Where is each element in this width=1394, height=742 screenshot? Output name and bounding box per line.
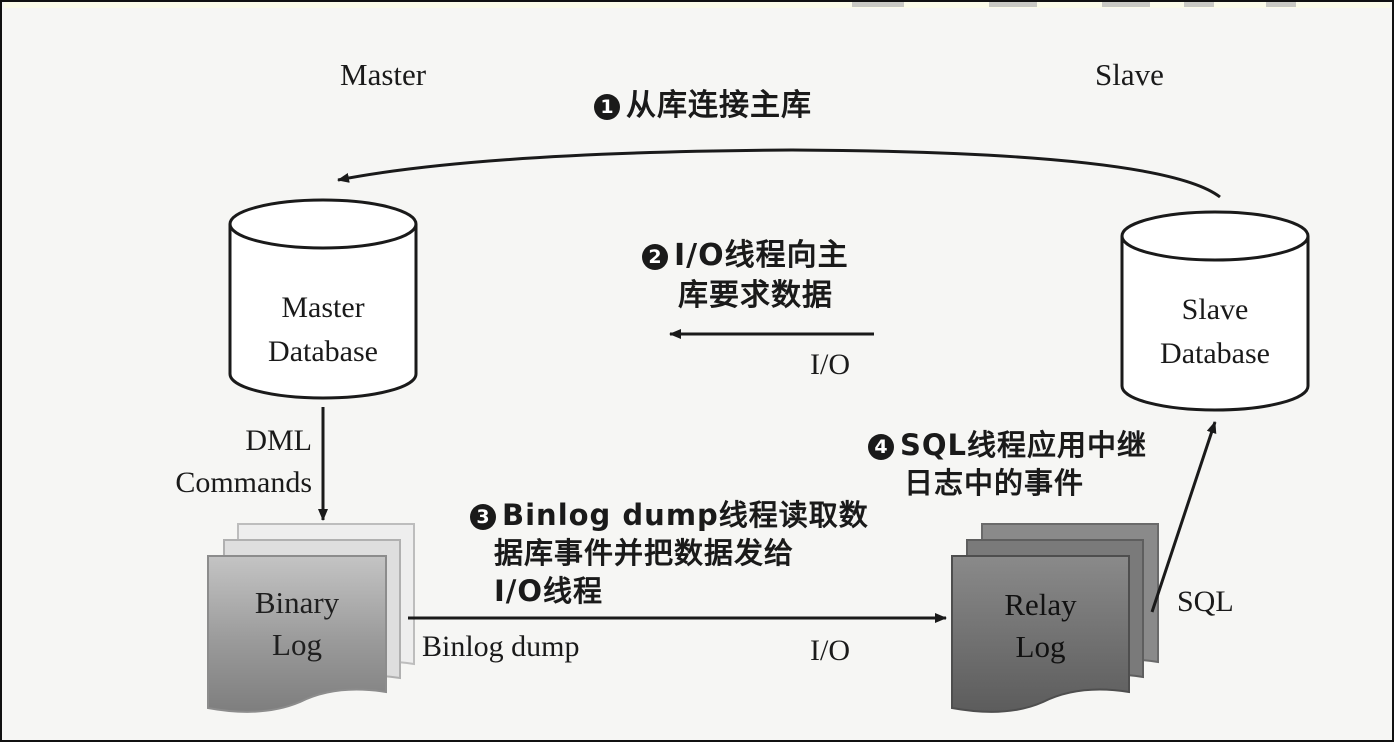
step3-badge: 3 xyxy=(470,504,496,530)
slave-database-label: Slave Database xyxy=(1122,288,1308,376)
step3-line2: 据库事件并把数据发给 xyxy=(494,536,795,570)
connect-arrow xyxy=(337,148,1221,199)
relay-log-label: Relay Log xyxy=(952,584,1129,668)
relay-log-line2: Log xyxy=(1015,629,1066,664)
step1-text: 从库连接主库 xyxy=(626,88,812,123)
io-request-label: I/O xyxy=(810,348,850,381)
step3-line3: I/O线程 xyxy=(494,574,604,608)
dml-commands-label: DML Commands xyxy=(142,420,312,504)
step2-line2: 库要求数据 xyxy=(678,278,833,313)
step3-line1: Binlog dump线程读取数 xyxy=(502,498,869,532)
master-database-label: Master Database xyxy=(230,286,416,374)
master-database-cylinder xyxy=(228,198,418,400)
binary-log-label: Binary Log xyxy=(208,582,386,666)
slave-db-line1: Slave xyxy=(1181,293,1249,326)
step2-badge: 2 xyxy=(642,244,668,270)
step4-line2: 日志中的事件 xyxy=(904,466,1085,500)
step2-line1: I/O线程向主 xyxy=(674,238,849,273)
step4-badge: 4 xyxy=(868,434,894,460)
binary-log-line2: Log xyxy=(272,627,322,662)
slave-column-label: Slave xyxy=(1095,57,1164,92)
binary-log-stack xyxy=(207,523,415,713)
top-strip xyxy=(4,2,1390,8)
io-transfer-label: I/O xyxy=(810,634,850,667)
binlog-dump-label: Binlog dump xyxy=(422,630,580,663)
step4-line1: SQL线程应用中继 xyxy=(900,428,1148,462)
relay-log-line1: Relay xyxy=(1004,587,1077,622)
relay-log-stack xyxy=(951,523,1159,713)
slave-db-line2: Database xyxy=(1160,337,1270,370)
master-db-line1: Master xyxy=(281,291,365,324)
slave-database-cylinder xyxy=(1120,210,1310,412)
master-db-line2: Database xyxy=(268,335,378,368)
dml-line1: DML xyxy=(245,424,312,457)
sql-label: SQL xyxy=(1177,585,1234,618)
dml-line2: Commands xyxy=(175,466,312,499)
step1-badge: 1 xyxy=(594,94,620,120)
sql-apply-arrow xyxy=(1150,421,1217,613)
master-column-label: Master xyxy=(340,57,427,92)
binary-log-line1: Binary xyxy=(254,585,340,620)
